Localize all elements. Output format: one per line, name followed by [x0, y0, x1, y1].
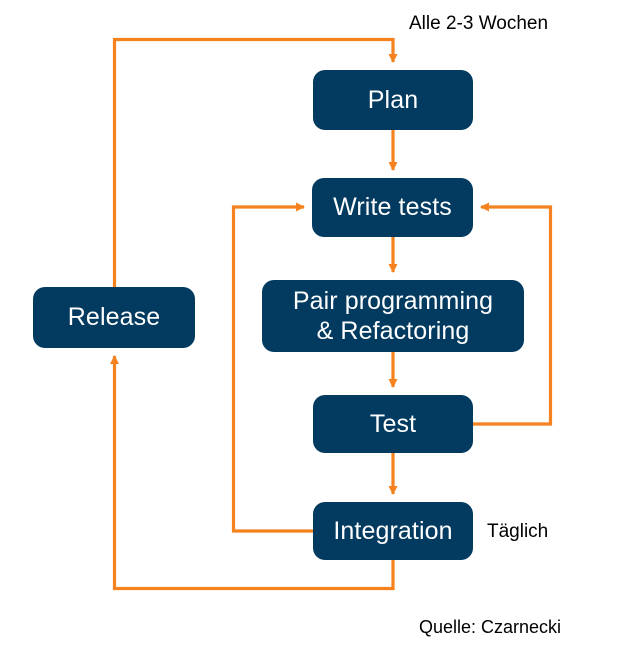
- node-release-label: Release: [67, 303, 161, 331]
- node-test-label: Test: [369, 409, 417, 438]
- node-release[interactable]: Release: [33, 287, 195, 348]
- node-integration[interactable]: Integration: [313, 502, 473, 560]
- node-pair-programming-line1: Pair programming: [292, 286, 494, 315]
- node-integration-label: Integration: [333, 516, 453, 545]
- node-pair-programming-line2: & Refactoring: [316, 317, 470, 345]
- edge-integration-to-write-tests-loop: [231, 202, 313, 533]
- node-plan-label: Plan: [367, 85, 419, 114]
- caption-source: Quelle: Czarnecki: [419, 617, 562, 637]
- node-write-tests[interactable]: Write tests: [312, 178, 473, 237]
- node-write-tests-label: Write tests: [333, 193, 452, 221]
- node-pair-programming[interactable]: Pair programming & Refactoring: [262, 280, 524, 352]
- caption-release-cadence: Alle 2-3 Wochen: [409, 13, 549, 34]
- node-pair-programming-label: Pair programming & Refactoring: [293, 286, 493, 347]
- node-plan[interactable]: Plan: [313, 70, 473, 130]
- node-test[interactable]: Test: [313, 395, 473, 453]
- caption-integration-cadence: Täglich: [487, 521, 549, 542]
